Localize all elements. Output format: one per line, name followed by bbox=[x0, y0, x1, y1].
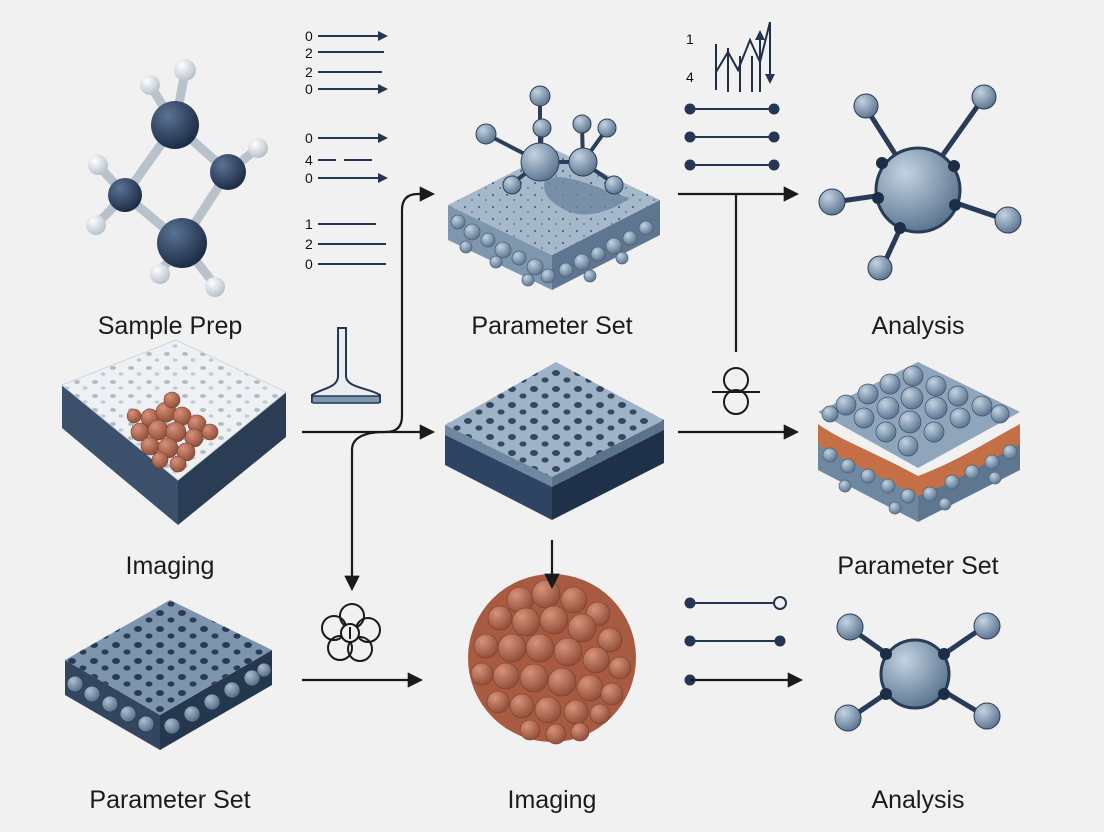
legend-value: 0 bbox=[305, 130, 313, 146]
right-legend-bars bbox=[685, 104, 780, 171]
legend-value: 4 bbox=[305, 152, 313, 168]
funnel-icon bbox=[312, 328, 380, 403]
legend-value: 0 bbox=[305, 81, 313, 97]
label-imaging-bottom: Imaging bbox=[422, 785, 682, 815]
analysis-molecule-small-illustration bbox=[835, 613, 1000, 731]
legend-value: 0 bbox=[305, 256, 313, 272]
foam-block-illustration bbox=[65, 600, 272, 750]
lower-legend-bars bbox=[685, 597, 787, 686]
legend-bars-group-1 bbox=[318, 36, 386, 89]
parameter-set-slab-illustration bbox=[448, 86, 660, 290]
label-imaging-left: Imaging bbox=[40, 551, 300, 581]
legend-value: 1 bbox=[305, 216, 313, 232]
copper-cluster-illustration bbox=[468, 574, 636, 744]
legend-bars-group-3 bbox=[318, 224, 386, 264]
legend-bars-group-2 bbox=[318, 138, 386, 178]
analysis-molecule-illustration bbox=[819, 85, 1021, 280]
legend-value: 2 bbox=[305, 64, 313, 80]
legend-value: 2 bbox=[305, 236, 313, 252]
legend-value: 0 bbox=[305, 170, 313, 186]
label-parameter-set-top: Parameter Set bbox=[422, 311, 682, 341]
chart-tick: 4 bbox=[686, 69, 694, 85]
label-analysis-bottom: Analysis bbox=[788, 785, 1048, 815]
gauge-icon bbox=[712, 368, 760, 414]
chart-tick: 1 bbox=[686, 31, 694, 47]
sample-prep-molecule-illustration bbox=[86, 59, 268, 297]
porous-slab-illustration bbox=[445, 362, 664, 520]
label-sample-prep: Sample Prep bbox=[40, 311, 300, 341]
label-analysis-top: Analysis bbox=[788, 311, 1048, 341]
mini-trend-chart: 1 4 bbox=[686, 22, 770, 92]
flower-icon bbox=[322, 604, 380, 661]
label-parameter-set-right: Parameter Set bbox=[788, 551, 1048, 581]
layered-slab-illustration bbox=[818, 362, 1020, 522]
legend-numerals: 0 2 2 0 0 4 0 1 2 0 bbox=[305, 28, 313, 272]
label-parameter-set-bottom: Parameter Set bbox=[40, 785, 300, 815]
legend-value: 0 bbox=[305, 28, 313, 44]
imaging-slab-illustration bbox=[62, 340, 286, 525]
legend-value: 2 bbox=[305, 45, 313, 61]
